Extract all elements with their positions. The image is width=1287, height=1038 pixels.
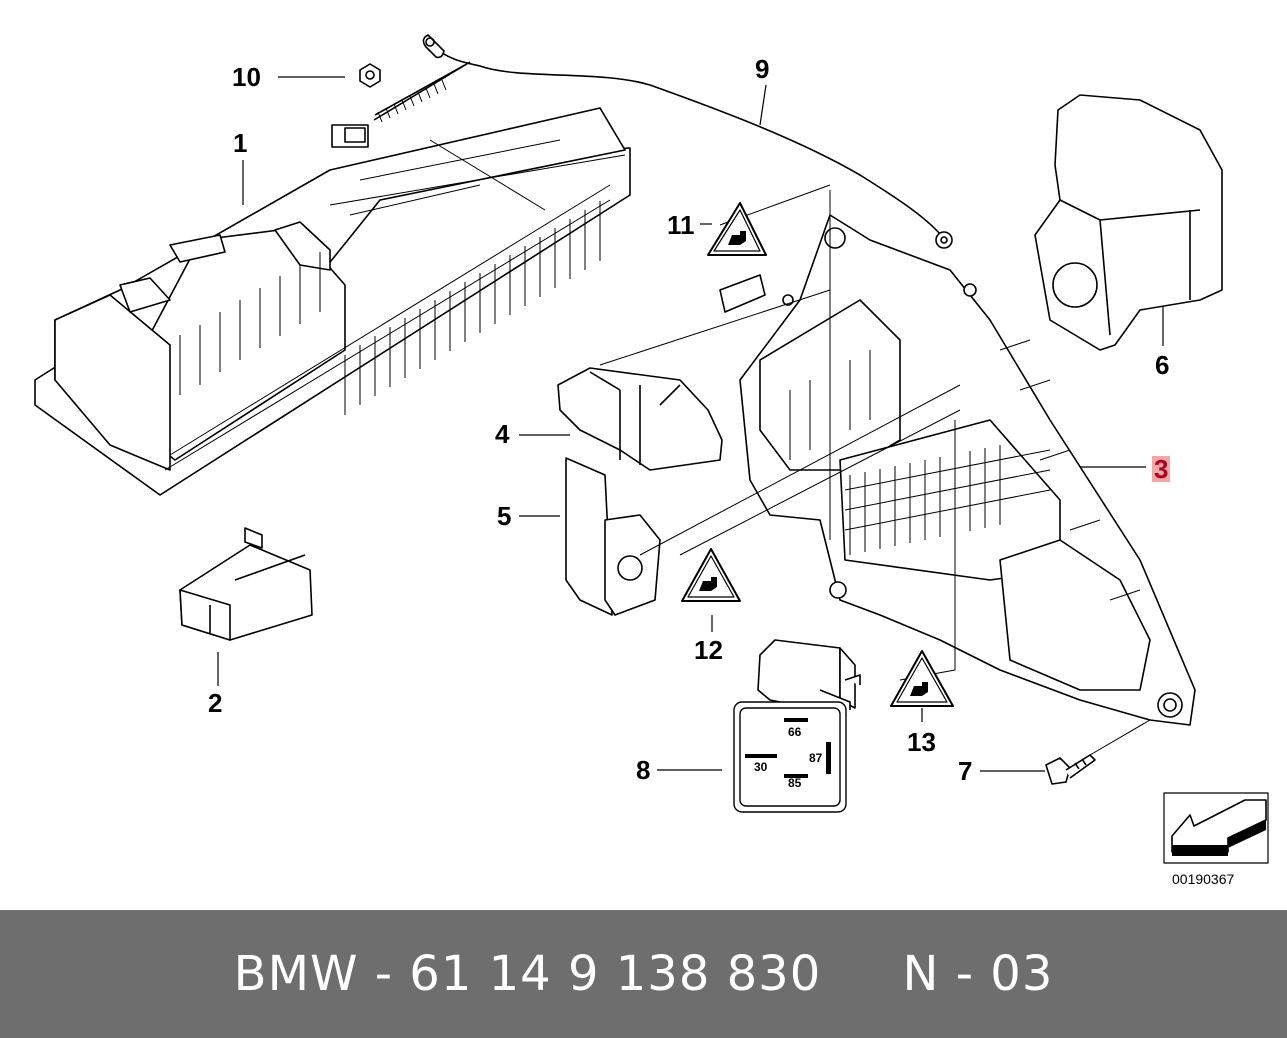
callout-6[interactable]: 6	[1155, 350, 1170, 380]
warning-triangle-12	[681, 548, 741, 602]
relay-pin-66: 66	[788, 725, 802, 739]
relay-pin-85: 85	[788, 776, 802, 790]
callout-1[interactable]: 1	[233, 128, 248, 158]
parts-diagram: 10 1 2 3 4 5 6 7 8 9 11 12 13 66 30 87 8…	[34, 34, 1269, 887]
footer-bar: BMW - 61 14 9 138 830 N - 03	[0, 910, 1287, 1038]
callout-3[interactable]: 3	[1152, 454, 1171, 484]
diagram-id: 00190367	[1172, 871, 1235, 887]
callout-2[interactable]: 2	[208, 688, 223, 718]
part-9-ground-cable	[331, 34, 953, 249]
part-4-cover	[557, 367, 723, 471]
leader-lines	[217, 76, 1164, 772]
orientation-arrow-icon	[1163, 792, 1269, 864]
callout-9[interactable]: 9	[755, 54, 770, 84]
callout-13[interactable]: 13	[907, 727, 936, 757]
part-10-nut	[359, 63, 381, 88]
callout-12[interactable]: 12	[694, 635, 723, 665]
relay-pin-87: 87	[809, 751, 823, 765]
callout-5[interactable]: 5	[497, 501, 512, 531]
relay-pin-30: 30	[754, 760, 768, 774]
warning-triangle-11	[707, 202, 767, 256]
warning-triangle-13	[890, 650, 954, 707]
relay-symbol	[733, 701, 847, 813]
callout-8[interactable]: 8	[636, 755, 651, 785]
callout-4[interactable]: 4	[495, 419, 510, 449]
callout-10[interactable]: 10	[232, 62, 261, 92]
part-2-cover	[179, 527, 313, 641]
part-8-relay	[757, 639, 861, 713]
part-1-slots	[164, 139, 626, 471]
part-5-plate	[565, 457, 661, 616]
part-1-fuse-carrier	[34, 107, 631, 496]
part-7-bolt	[1045, 719, 1151, 785]
callout-11[interactable]: 11	[667, 210, 695, 240]
callout-7[interactable]: 7	[958, 756, 973, 786]
part-number-text: BMW - 61 14 9 138 830 N - 03	[233, 946, 1054, 1002]
part-6-bracket	[1034, 94, 1223, 351]
